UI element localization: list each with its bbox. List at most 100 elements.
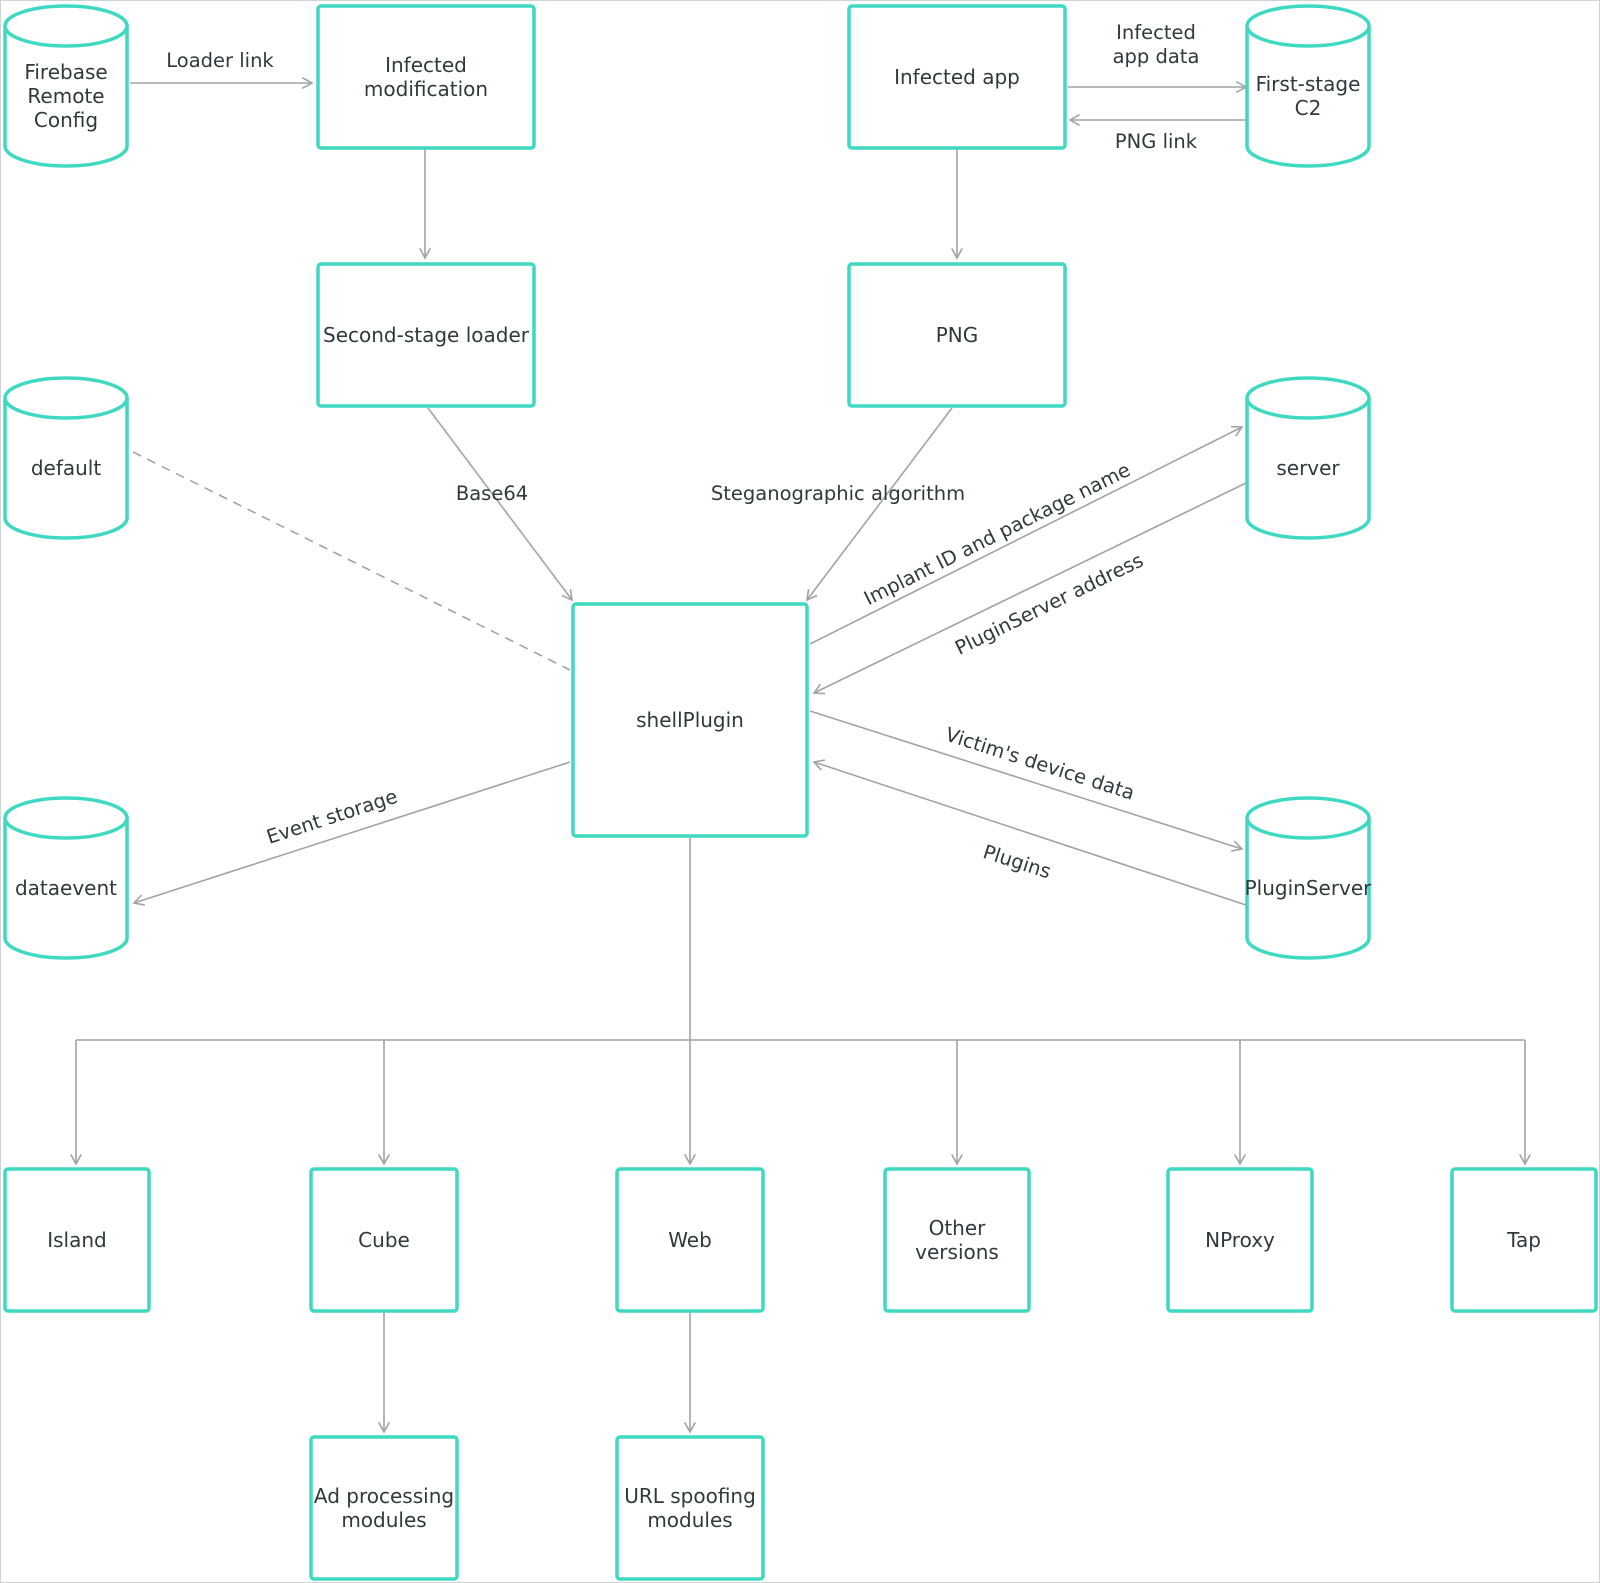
infected-app-box-label: Infected app bbox=[894, 65, 1020, 89]
second-stage-loader-box[interactable]: Second-stage loader bbox=[316, 262, 536, 408]
edge-c2-to-app-arrowhead bbox=[1068, 114, 1081, 126]
edge-loader-link-arrowhead bbox=[301, 77, 314, 89]
pluginserver-db-rim bbox=[1245, 817, 1371, 840]
edge-bus-to-island-arrowhead bbox=[70, 1153, 82, 1166]
default-db-rim bbox=[3, 397, 129, 420]
first-stage-c2-db-rim bbox=[1245, 25, 1371, 48]
shellplugin-box[interactable]: shellPlugin bbox=[571, 602, 809, 838]
tap-box[interactable]: Tap bbox=[1450, 1167, 1598, 1313]
island-box-label: Island bbox=[47, 1228, 107, 1252]
edge-default-dashed bbox=[132, 451, 571, 671]
edge-base64-arrowhead bbox=[561, 588, 574, 602]
edge-event-storage-arrowhead bbox=[132, 894, 145, 906]
edge-stego bbox=[806, 407, 953, 601]
label-stego: Steganographic algorithm bbox=[711, 482, 965, 505]
cube-box[interactable]: Cube bbox=[309, 1167, 459, 1313]
png-box-label: PNG bbox=[936, 323, 979, 347]
label-plugins: Plugins bbox=[980, 840, 1054, 883]
web-box-shape bbox=[615, 1167, 765, 1313]
edge-web-to-url-arrowhead bbox=[684, 1421, 696, 1434]
label-victim-data: Victim's device data bbox=[943, 723, 1138, 805]
edge-event-storage bbox=[133, 761, 571, 904]
shellplugin-box-label: shellPlugin bbox=[636, 708, 744, 732]
second-stage-loader-box-label: Second-stage loader bbox=[323, 323, 530, 347]
edge-bus-to-cube-arrowhead bbox=[378, 1153, 390, 1166]
label-loader-link: Loader link bbox=[166, 49, 274, 72]
dataevent-db-label: dataevent bbox=[15, 876, 117, 900]
second-stage-loader-box-shape bbox=[316, 262, 536, 408]
edges-layer bbox=[70, 77, 1531, 1434]
server-db-label: server bbox=[1276, 456, 1340, 480]
island-box-shape bbox=[3, 1167, 151, 1313]
edge-plugins-arrowhead bbox=[812, 759, 825, 771]
label-base64: Base64 bbox=[456, 482, 528, 505]
shellplugin-box-shape bbox=[571, 602, 809, 838]
edge-bus-to-web-arrowhead bbox=[684, 1153, 696, 1166]
ad-processing-modules-box-shape bbox=[309, 1435, 459, 1581]
edge-bus-to-other-versions-arrowhead bbox=[951, 1153, 963, 1166]
default-db-shape bbox=[3, 376, 129, 540]
server-db-shape bbox=[1245, 376, 1371, 540]
cube-box-label: Cube bbox=[358, 1228, 410, 1252]
edge-bus-to-tap-arrowhead bbox=[1519, 1153, 1531, 1166]
edge-plugins bbox=[813, 761, 1247, 906]
edge-victim-data-arrowhead bbox=[1231, 840, 1244, 852]
firebase-remote-config-db-rim bbox=[3, 25, 129, 48]
url-spoofing-modules-box-shape bbox=[615, 1435, 765, 1581]
nproxy-box-shape bbox=[1166, 1167, 1314, 1313]
firebase-remote-config-db-shape bbox=[3, 4, 129, 168]
infected-modification-box-shape bbox=[316, 4, 536, 150]
tap-box-label: Tap bbox=[1506, 1228, 1541, 1252]
edge-bus-to-nproxy-arrowhead bbox=[1234, 1153, 1246, 1166]
nproxy-box[interactable]: NProxy bbox=[1166, 1167, 1314, 1313]
web-box[interactable]: Web bbox=[615, 1167, 765, 1313]
label-png-link: PNG link bbox=[1115, 130, 1198, 153]
edge-implant-id bbox=[809, 426, 1243, 645]
edge-implant-id-arrowhead bbox=[1230, 425, 1244, 437]
dataevent-db[interactable]: dataevent bbox=[3, 796, 129, 960]
server-db-rim bbox=[1245, 397, 1371, 420]
edge-victim-data bbox=[809, 710, 1243, 850]
edge-app-to-png-arrowhead bbox=[951, 247, 963, 260]
edge-stego-arrowhead bbox=[805, 589, 818, 602]
png-box[interactable]: PNG bbox=[847, 262, 1067, 408]
server-db[interactable]: server bbox=[1245, 376, 1371, 540]
default-db[interactable]: default bbox=[3, 376, 129, 540]
edge-pluginserver-address bbox=[813, 482, 1247, 694]
tap-box-shape bbox=[1450, 1167, 1598, 1313]
dataevent-db-rim bbox=[3, 817, 129, 840]
infected-app-box-shape bbox=[847, 4, 1067, 150]
first-stage-c2-db-shape bbox=[1245, 4, 1371, 168]
edge-pluginserver-address-arrowhead bbox=[812, 683, 826, 695]
png-box-shape bbox=[847, 262, 1067, 408]
cube-box-shape bbox=[309, 1167, 459, 1313]
pluginserver-db-shape bbox=[1245, 796, 1371, 960]
pluginserver-db-label: PluginServer bbox=[1245, 876, 1373, 900]
web-box-label: Web bbox=[668, 1228, 712, 1252]
other-versions-box-shape bbox=[883, 1167, 1031, 1313]
edge-cube-to-ad-arrowhead bbox=[378, 1421, 390, 1434]
label-pluginserver-address: PluginServer address bbox=[951, 549, 1147, 660]
edge-mod-to-loader-arrowhead bbox=[419, 247, 431, 260]
island-box[interactable]: Island bbox=[3, 1167, 151, 1313]
pluginserver-db[interactable]: PluginServer bbox=[1245, 796, 1373, 960]
nproxy-box-label: NProxy bbox=[1205, 1228, 1275, 1252]
default-db-label: default bbox=[31, 456, 102, 480]
infected-app-box[interactable]: Infected app bbox=[847, 4, 1067, 150]
edge-base64 bbox=[427, 407, 573, 601]
